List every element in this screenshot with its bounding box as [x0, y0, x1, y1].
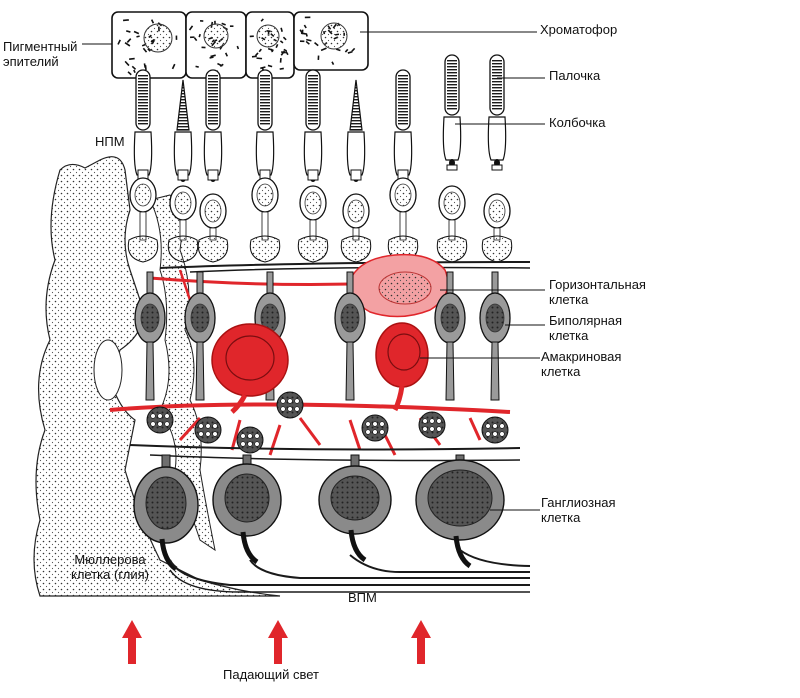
- bipolar-cell: [134, 271, 166, 401]
- label-rod: Палочка: [549, 68, 601, 83]
- label-bipolar-cell: Биполярная клетка: [549, 313, 623, 343]
- bipolar-cell: [184, 271, 216, 401]
- bipolar-cells: [134, 271, 511, 401]
- rod-cell: [127, 69, 159, 263]
- cone-cell: [167, 79, 199, 263]
- muller-nucleus: [93, 339, 123, 401]
- label-amacrine-cell: Амакриновая клетка: [541, 349, 622, 379]
- bipolar-cell: [479, 271, 511, 401]
- bipolar-cell: [434, 271, 466, 401]
- leader-lines: [82, 31, 545, 511]
- rod-cell: [436, 54, 468, 263]
- light-arrow-3: [411, 620, 431, 664]
- label-muller-cell: Мюллерова клетка (глия): [71, 552, 149, 582]
- photoreceptors: [127, 54, 513, 263]
- ganglion-cell: [415, 454, 505, 569]
- rod-cell: [387, 69, 419, 263]
- light-arrow-1: [122, 620, 142, 664]
- rod-cell: [197, 69, 229, 263]
- label-cone: Колбочка: [549, 115, 606, 130]
- incident-light-arrows: [122, 620, 431, 664]
- bipolar-cell: [334, 271, 366, 401]
- rod-cell: [249, 69, 281, 263]
- label-pigment-epithelium: Пигментный эпителий: [3, 39, 78, 69]
- pigment-epithelium: [111, 11, 369, 79]
- amacrine-cells: [211, 322, 429, 414]
- ganglion-cell: [318, 454, 392, 563]
- ganglion-cell: [133, 454, 199, 572]
- rod-cell: [297, 69, 329, 263]
- label-incident-light: Падающий свет: [223, 667, 319, 682]
- inner-plexiform-layer: [109, 391, 521, 462]
- outer-plexiform-layer: [149, 261, 531, 301]
- label-ganglion-cell: Ганглиозная клетка: [541, 495, 616, 525]
- ganglion-cells: [133, 454, 505, 572]
- light-arrow-2: [268, 620, 288, 664]
- nerve-fiber-layer: [169, 549, 531, 593]
- horizontal-nucleus: [378, 271, 432, 305]
- cone-cell: [340, 79, 372, 263]
- label-vpm: ВПМ: [348, 590, 377, 605]
- rod-cell: [481, 54, 513, 263]
- label-horizontal-cell: Горизонтальная клетка: [549, 277, 646, 307]
- label-npm: НПМ: [95, 134, 125, 149]
- label-chromatophore: Хроматофор: [540, 22, 618, 37]
- ganglion-cell: [212, 454, 282, 565]
